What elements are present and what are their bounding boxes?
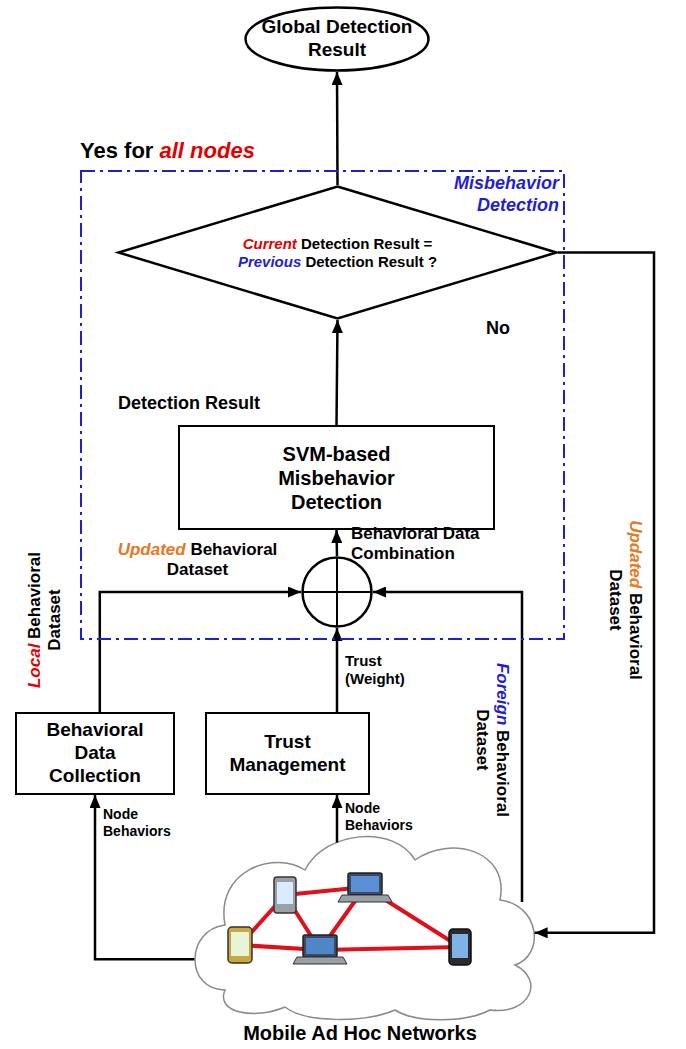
- process-box: SVM-based Misbehavior Detection: [178, 425, 495, 530]
- connector-label: Updated Behavioral Dataset: [100, 540, 295, 581]
- connector-arrow: [336, 72, 339, 185]
- connector-label: Foreign Behavioral Dataset: [472, 654, 513, 826]
- connector-arrow: [335, 530, 338, 556]
- connector-label: Trust (Weight): [345, 652, 437, 688]
- process-box: Trust Management: [205, 712, 370, 795]
- combiner-circle-outline: [301, 556, 373, 628]
- node-text: Mobile Ad Hoc Networks: [180, 1021, 540, 1045]
- device-icons: [228, 873, 471, 965]
- combiner-circle: Behavioral Data Combination: [301, 556, 373, 628]
- connector-arrow: [337, 320, 338, 425]
- connector-label: No: [486, 318, 510, 340]
- network-cloud: [180, 825, 540, 1025]
- connector-label: Node Behaviors: [103, 806, 189, 840]
- connector-label: Local Behavioral Dataset: [25, 534, 66, 706]
- node-text: Misbehavior Detection: [429, 173, 559, 216]
- connector-arrow: [336, 628, 339, 712]
- node-text: SVM-based Misbehavior Detection: [252, 442, 422, 514]
- connector-label: Yes for all nodes: [80, 138, 330, 164]
- connector-arrow: [100, 592, 301, 712]
- node-text: Global Detection Result: [252, 16, 422, 62]
- node-text: Trust Management: [223, 731, 353, 777]
- node-text: Current Detection Result = Previous Dete…: [222, 235, 454, 271]
- network-links: [240, 887, 460, 950]
- connector-label: Detection Result: [118, 393, 318, 415]
- connector-arrow: [336, 795, 339, 843]
- result-ellipse: Global Detection Result: [244, 6, 430, 72]
- network-cloud-node: Mobile Ad Hoc Networks: [180, 825, 540, 1045]
- connector-label: Node Behaviors: [345, 800, 435, 834]
- decision-diamond: Current Detection Result = Previous Dete…: [117, 185, 558, 320]
- node-text: Behavioral Data Combination: [351, 524, 493, 565]
- node-text: Behavioral Data Collection: [30, 719, 160, 787]
- connector-arrow: [95, 795, 194, 959]
- connector-label: Updated Behavioral Dataset: [605, 500, 646, 700]
- process-box: Behavioral Data Collection: [15, 712, 175, 795]
- cloud-outline: [195, 837, 534, 1020]
- connector-arrow: [535, 253, 654, 933]
